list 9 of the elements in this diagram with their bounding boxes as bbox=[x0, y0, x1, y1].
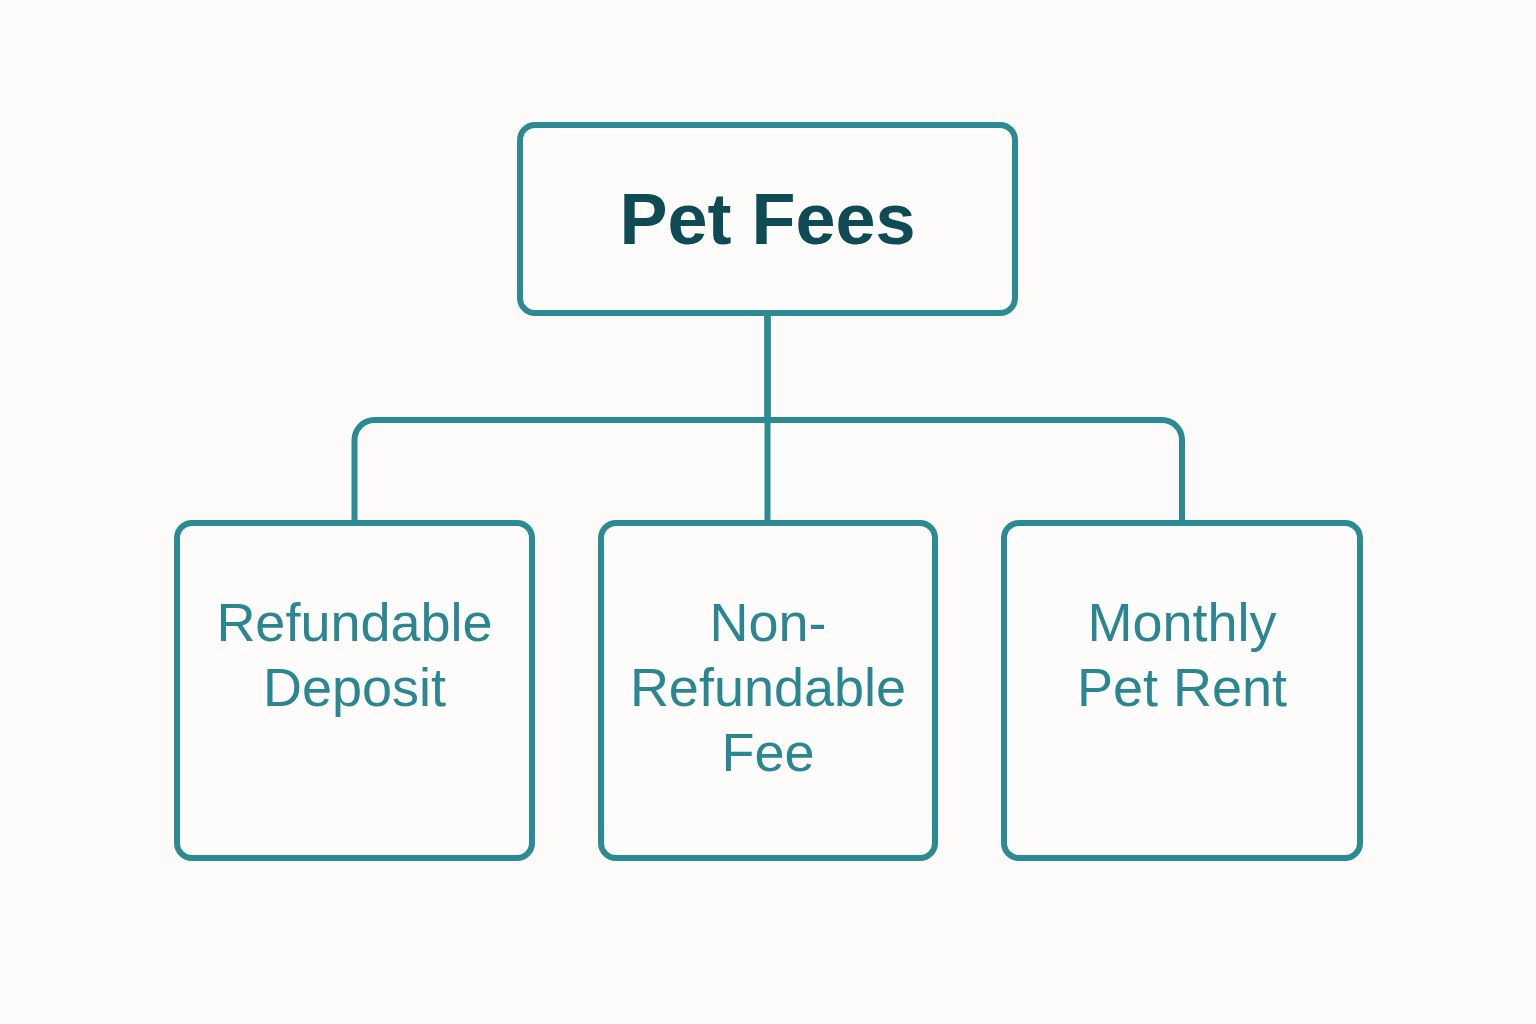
category-label: Refundable Deposit bbox=[215, 591, 494, 719]
category-label: Monthly Pet Rent bbox=[1075, 591, 1289, 719]
category-box bbox=[1001, 520, 1363, 861]
root-box bbox=[517, 122, 1018, 316]
category-box bbox=[174, 520, 535, 861]
connector-line bbox=[764, 316, 1185, 520]
category-label: Non-Refundable Fee bbox=[628, 591, 908, 784]
category-box bbox=[598, 520, 938, 861]
root-title: Pet Fees bbox=[619, 179, 916, 259]
